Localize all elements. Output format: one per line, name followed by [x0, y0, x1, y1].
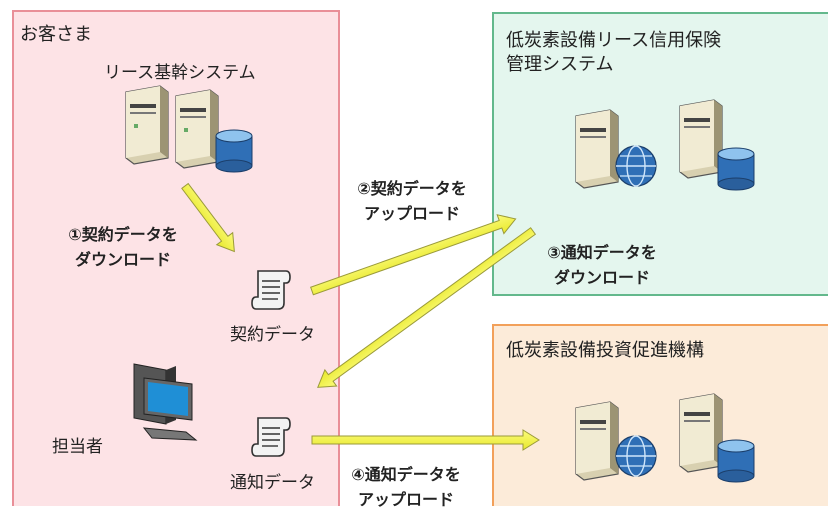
lease-system-label: リース基幹システム [104, 63, 256, 83]
step4-line1: ④通知データを [351, 465, 461, 484]
mgmt-title-line2: 管理システム [506, 54, 614, 75]
notice-document-icon [251, 417, 291, 457]
arrow-step1 [181, 182, 235, 253]
step2-label: ②契約データを アップロード [342, 176, 482, 226]
management-system-panel: 低炭素設備リース信用保険 管理システム [492, 12, 828, 296]
step3-label: ③通知データを ダウンロード [532, 240, 672, 290]
database-icon [717, 439, 755, 483]
step1-label: ①契約データを ダウンロード [58, 222, 188, 272]
arrow-step4 [311, 429, 540, 451]
step4-line2: アップロード [357, 490, 454, 509]
step2-line1: ②契約データを [357, 179, 467, 198]
notice-data-label: 通知データ [230, 473, 315, 493]
person-label: 担当者 [52, 437, 103, 457]
mgmt-web-server-icon [575, 109, 657, 189]
agency-db-server-icon [679, 393, 755, 483]
step4-label: ④通知データを アップロード [336, 462, 476, 512]
lease-server-icon [125, 85, 253, 173]
contract-data-label: 契約データ [230, 325, 315, 345]
customer-title: お客さま [20, 24, 92, 45]
globe-icon [615, 435, 657, 477]
step2-line2: アップロード [363, 204, 460, 223]
step3-line2: ダウンロード [553, 268, 650, 287]
contract-document-icon [251, 270, 291, 310]
customer-panel: お客さま [12, 10, 340, 506]
step1-line1: ①契約データを [68, 225, 178, 244]
database-icon [215, 129, 253, 173]
agency-web-server-icon [575, 401, 657, 481]
mgmt-db-server-icon [679, 99, 755, 191]
step3-line1: ③通知データを [547, 243, 657, 262]
agency-panel: 低炭素設備投資促進機構 [492, 324, 828, 506]
globe-icon [615, 145, 657, 187]
arrow-step2 [310, 214, 517, 296]
computer-icon [133, 363, 198, 441]
database-icon [717, 147, 755, 191]
arrow-step3 [317, 227, 537, 388]
agency-title: 低炭素設備投資促進機構 [506, 340, 704, 361]
step1-line2: ダウンロード [74, 250, 171, 269]
mgmt-title-line1: 低炭素設備リース信用保険 [506, 30, 722, 51]
